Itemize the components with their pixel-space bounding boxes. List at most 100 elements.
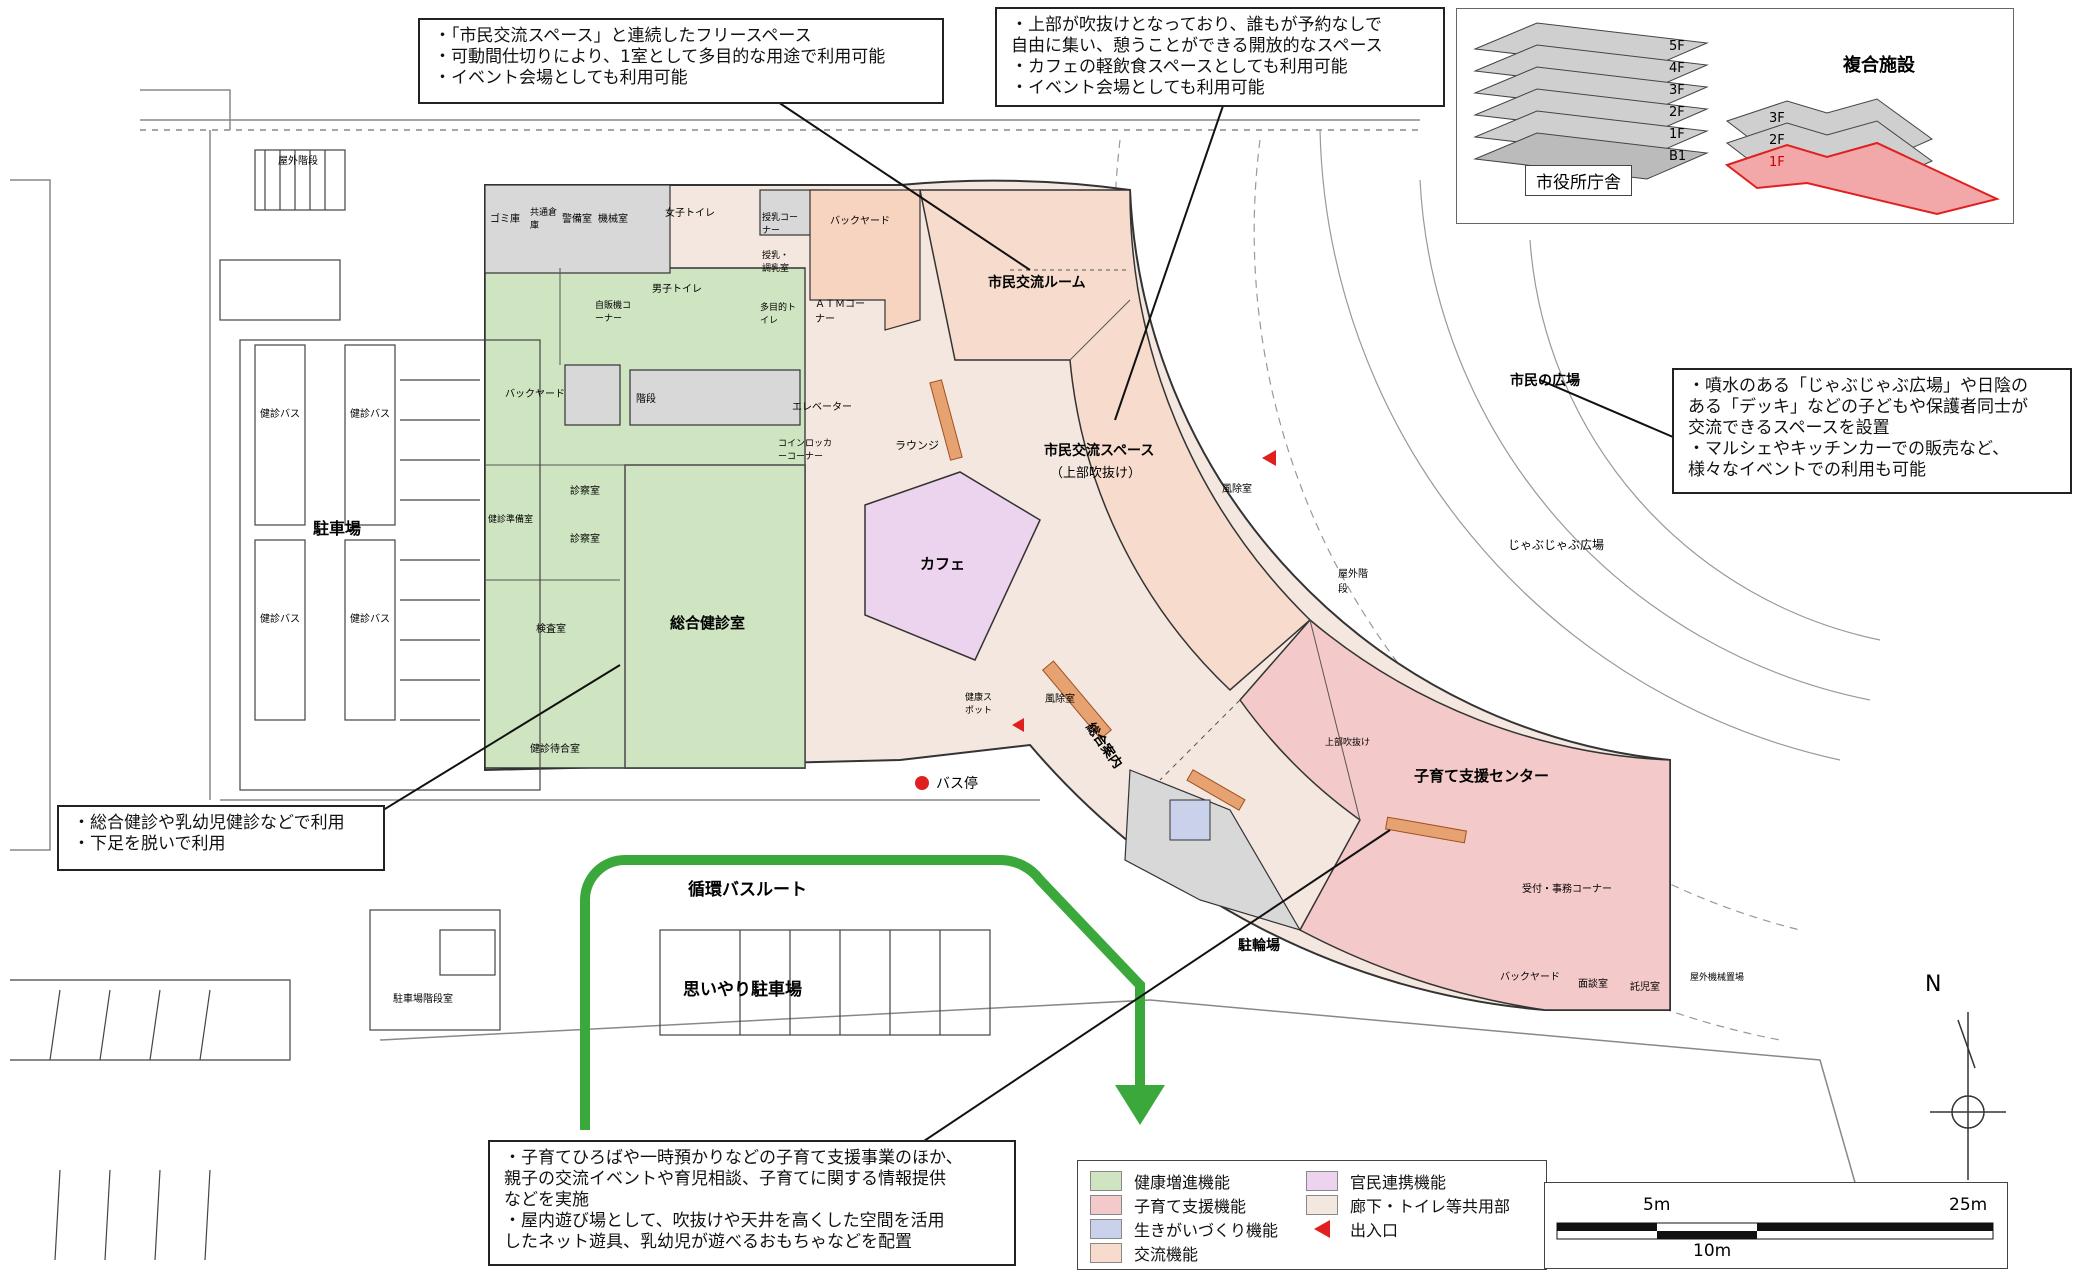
callout-atrium-line-2: 自由に集い、憩うことができる開放的なスペース	[1011, 36, 1383, 56]
room-koryu-space-sub: （上部吹抜け）	[1050, 466, 1142, 481]
room-mensetsu: 面談室	[1578, 979, 1608, 990]
legend-swatch-exchange	[1090, 1243, 1122, 1263]
inset-cx-2f: 2F	[1769, 133, 1785, 148]
room-fujoshitsu-2: 風除室	[1222, 484, 1252, 495]
entrance-triangle-icon	[1314, 1220, 1330, 1238]
legend-swatch-health	[1090, 1171, 1122, 1191]
room-takuji: 託児室	[1630, 982, 1660, 993]
legend-item-exchange: 交流機能	[1090, 1241, 1198, 1265]
callout-health: ・総合健診や乳幼児健診などで利用 ・下足を脱いで利用	[57, 805, 385, 871]
bus-route-arrowhead	[1115, 1085, 1165, 1125]
callout-plaza: ・噴水のある「じゃぶじゃぶ広場」や日陰の ある「デッキ」などの子どもや保護者同士…	[1672, 368, 2072, 494]
room-kenshin-bus-2: 健診バス	[350, 409, 390, 420]
room-kenshin-bus-1: 健診バス	[260, 409, 300, 420]
room-atm: ＡＴＭコーナー	[815, 299, 865, 325]
room-kaidan: 階段	[636, 394, 656, 405]
room-okugai-kaidan-top: 屋外階段	[278, 156, 318, 167]
inset-ch-5f: 5F	[1669, 39, 1685, 54]
room-kenko-spot: 健康スポット	[965, 693, 993, 716]
room-keibi: 警備室	[562, 214, 592, 225]
callout-plaza-line-2: ある「デッキ」などの子どもや保護者同士が	[1688, 397, 2028, 417]
legend-swatch-ikigai	[1090, 1219, 1122, 1239]
label-north: N	[1925, 972, 1942, 997]
room-kenshin-bus-3: 健診バス	[260, 614, 300, 625]
room-kenshin-bus-4: 健診バス	[350, 614, 390, 625]
room-shinsatsu-1: 診察室	[570, 486, 600, 497]
legend-label-ikigai: 生きがいづくり機能	[1134, 1221, 1279, 1240]
callout-atrium: ・上部が吹抜けとなっており、誰もが予約なしで 自由に集い、憩うことができる開放的…	[995, 7, 1445, 107]
room-backyard-top: バックヤード	[830, 216, 890, 227]
legend-item-ikigai: 生きがいづくり機能	[1090, 1217, 1278, 1241]
callout-childcare-line-4: ・屋内遊び場として、吹抜けや天井を高くした空間を活用	[504, 1211, 945, 1231]
legend-item-health: 健康増進機能	[1090, 1169, 1230, 1193]
legend-swatch-common	[1306, 1195, 1338, 1215]
room-jusan: 授乳コーナー	[762, 213, 799, 236]
leader-lines	[379, 99, 1681, 1146]
inset-ch-3f: 3F	[1669, 83, 1685, 98]
room-fujoshitsu-1: 風除室	[1045, 694, 1075, 705]
room-plaza: 市民の広場	[1510, 373, 1580, 389]
room-shinsatsu-2: 診察室	[570, 534, 600, 545]
room-backyard-left: バックヤード	[505, 389, 565, 400]
scale-bar: 5m 25m 10m	[1544, 1182, 2008, 1269]
room-parking-omoiyari: 思いやり駐車場	[683, 980, 802, 1000]
callout-plaza-line-4: ・マルシェやキッチンカーでの販売など、	[1688, 439, 2010, 459]
bus-route-line	[580, 855, 1145, 1130]
room-danshi: 男子トイレ	[652, 284, 702, 295]
room-kyodo: 共通倉庫	[530, 208, 558, 231]
room-kenshin-junbi: 健診準備室	[488, 515, 534, 525]
floor-stack-graphic	[1473, 22, 2000, 216]
legend: 健康増進機能 子育て支援機能 生きがいづくり機能 交流機能 官民連携機能 廊下・…	[1077, 1160, 1547, 1270]
legend-item-childcare: 子育て支援機能	[1090, 1193, 1246, 1217]
room-gomi: ゴミ庫	[490, 214, 520, 225]
entrance-markers	[1012, 450, 1276, 732]
room-koryu-space: 市民交流スペース	[1044, 443, 1155, 459]
scale-label-25m: 25m	[1949, 1195, 1988, 1215]
legend-label-childcare: 子育て支援機能	[1134, 1197, 1247, 1216]
room-machiai: 健診待合室	[530, 744, 580, 755]
compass	[1930, 1012, 2006, 1180]
callout-childcare-line-2: 親子の交流イベントや育児相談、子育てに関する情報提供	[504, 1169, 946, 1189]
scale-bar-graphic	[1556, 1222, 1994, 1240]
scale-label-5m: 5m	[1643, 1195, 1671, 1215]
legend-item-common: 廊下・トイレ等共用部	[1306, 1193, 1510, 1217]
room-elevator: エレベーター	[792, 402, 852, 413]
inset-ch-b1: B1	[1669, 149, 1687, 164]
inset-cx-3f: 3F	[1769, 111, 1785, 126]
callout-health-line-2: ・下足を脱いで利用	[73, 834, 226, 854]
room-tamokuteki: 多目的トイレ	[760, 303, 797, 326]
parking-lots	[219, 149, 541, 791]
callout-free-space: ・「市民交流スペース」と連続したフリースペース ・可動間仕切りにより、1室として…	[418, 18, 944, 104]
callout-free-space-line-3: ・イベント会場としても利用可能	[434, 68, 688, 88]
label-bus-route: 循環バスルート	[688, 880, 807, 900]
legend-label-common: 廊下・トイレ等共用部	[1350, 1197, 1511, 1216]
bus-stop-marker	[915, 776, 929, 790]
room-joge-kaidan: 上部吹抜け	[1325, 738, 1371, 748]
inset-cx-1f: 1F	[1769, 155, 1785, 170]
legend-swatch-childcare	[1090, 1195, 1122, 1215]
site-outline	[10, 89, 1861, 1201]
callout-childcare-line-1: ・子育てひろばや一時預かりなどの子育て支援事業のほか、	[504, 1148, 963, 1168]
callout-atrium-line-4: ・イベント会場としても利用可能	[1011, 78, 1265, 98]
callout-health-line-1: ・総合健診や乳幼児健診などで利用	[73, 813, 345, 833]
room-okugai-kaidan: 屋外階段	[1338, 569, 1368, 595]
room-uketsuke: 受付・事務コーナー	[1522, 884, 1612, 895]
inset-ch-1f: 1F	[1669, 127, 1685, 142]
room-joshi: 女子トイレ	[665, 208, 715, 219]
orange-panels	[929, 379, 1468, 844]
room-junyu: 授乳・調乳室	[762, 251, 790, 274]
room-kikai: 機械室	[598, 214, 628, 225]
legend-label-entrance: 出入口	[1350, 1221, 1399, 1240]
cafe-zone	[864, 471, 1041, 661]
room-jabujabu: じゃぶじゃぶ広場	[1508, 538, 1605, 552]
callout-childcare-line-3: などを実施	[504, 1190, 589, 1210]
callout-plaza-line-3: 交流できるスペースを設置	[1688, 418, 1890, 438]
room-kenshin: 総合健診室	[670, 614, 746, 632]
room-jihanki: 自販機コーナー	[595, 301, 632, 324]
floor-stack-inset: 5F 4F 3F 2F 1F B1 3F 2F 1F 複合施設 市役所庁舎	[1456, 8, 2014, 224]
room-cafe: カフェ	[920, 555, 966, 573]
room-kodomo: 子育て支援センター	[1414, 767, 1550, 785]
scale-label-10m: 10m	[1693, 1241, 1732, 1261]
callout-plaza-line-5: 様々なイベントでの利用も可能	[1688, 460, 1926, 480]
callout-atrium-line-3: ・カフェの軽飲食スペースとしても利用可能	[1011, 57, 1348, 77]
